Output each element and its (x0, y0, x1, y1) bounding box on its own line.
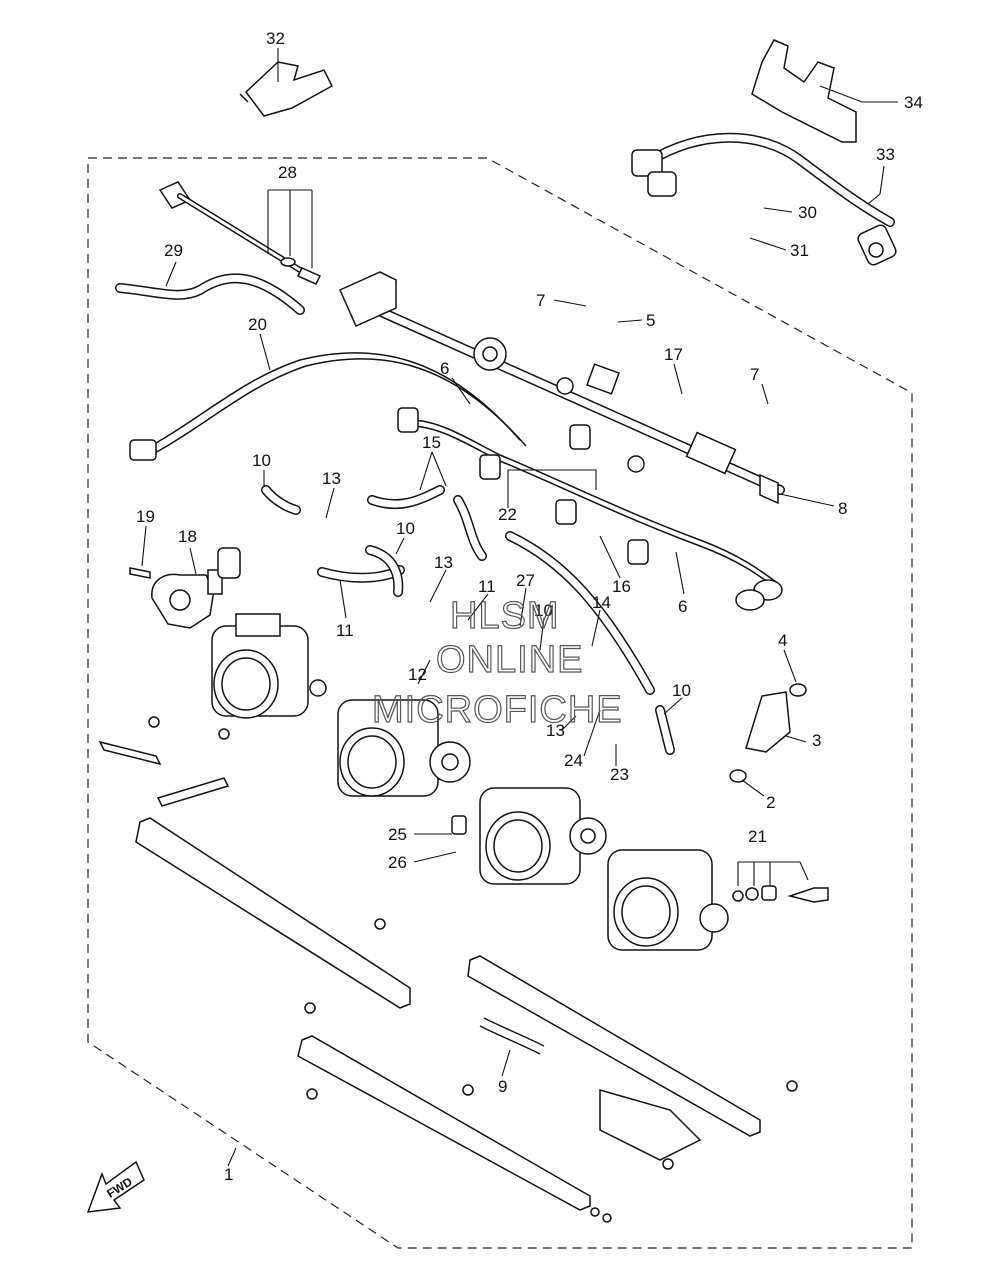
callout-21: 21 (748, 827, 767, 846)
callout-27: 27 (516, 571, 535, 590)
throttle-cable (158, 61, 333, 285)
callout-26: 26 (388, 853, 407, 872)
callout-10a: 10 (252, 451, 271, 470)
callout-34: 34 (904, 93, 923, 112)
callout-15: 15 (422, 433, 441, 452)
callout-13c: 13 (546, 721, 565, 740)
callout-17: 17 (664, 345, 683, 364)
callout-22: 22 (498, 505, 517, 524)
callout-28: 28 (278, 163, 297, 182)
callout-8: 8 (838, 499, 847, 518)
callout-12: 12 (408, 665, 427, 684)
fuel-injector (729, 683, 807, 783)
callout-16: 16 (612, 577, 631, 596)
fuel-rail (339, 271, 785, 505)
callout-13b: 13 (434, 553, 453, 572)
throttle-body-2 (337, 699, 471, 797)
wire-harness (397, 407, 783, 611)
throttle-position-sensor (129, 547, 241, 629)
callout-7b: 7 (750, 365, 759, 384)
callout-31: 31 (790, 241, 809, 260)
callout-19: 19 (136, 507, 155, 526)
throttle-body-3 (479, 787, 607, 885)
callout-33: 33 (876, 145, 895, 164)
callout-6b: 6 (678, 597, 687, 616)
callout-14: 14 (592, 593, 611, 612)
callout-3: 3 (812, 731, 821, 750)
callout-6a: 6 (440, 359, 449, 378)
fuel-hose-assembly (631, 39, 897, 266)
callout-9: 9 (498, 1077, 507, 1096)
callout-2: 2 (766, 793, 775, 812)
mounting-bar-upper (98, 740, 411, 1009)
throttle-body-1 (211, 613, 327, 719)
fwd-arrow-icon: FWD (86, 1160, 145, 1213)
idle-adjust (732, 885, 829, 903)
callout-30: 30 (798, 203, 817, 222)
callout-10b: 10 (396, 519, 415, 538)
callout-7a: 7 (536, 291, 545, 310)
watermark-line-3: MICROFICHE (372, 689, 623, 731)
callout-25: 25 (388, 825, 407, 844)
callout-5: 5 (646, 311, 655, 330)
callout-10c: 10 (534, 601, 553, 620)
link-bar-lower (297, 955, 761, 1211)
assembly-boundary (87, 157, 913, 1249)
vacuum-hoses (261, 485, 675, 755)
sensor-lead (115, 273, 527, 461)
fasteners (148, 716, 798, 1223)
callout-11a: 11 (336, 621, 354, 640)
callout-4: 4 (778, 631, 787, 650)
callout-10d: 10 (672, 681, 691, 700)
throttle-body-4 (607, 849, 729, 951)
callout-13a: 13 (322, 469, 341, 488)
callout-20: 20 (248, 315, 267, 334)
watermark-line-2: ONLINE (436, 639, 583, 681)
callout-11b: 11 (478, 577, 496, 596)
watermark-line-1: HLSM (450, 595, 560, 637)
callout-18: 18 (178, 527, 197, 546)
callout-24: 24 (564, 751, 583, 770)
leader-lines (141, 48, 898, 1167)
callout-23: 23 (610, 765, 629, 784)
callout-1: 1 (224, 1165, 233, 1184)
callout-32: 32 (266, 29, 285, 48)
callout-29: 29 (164, 241, 183, 260)
callout-labels: 32 34 33 30 31 28 29 20 7 5 17 7 6 8 15 … (136, 29, 923, 1184)
watermark: HLSM ONLINE MICROFICHE (371, 594, 623, 731)
